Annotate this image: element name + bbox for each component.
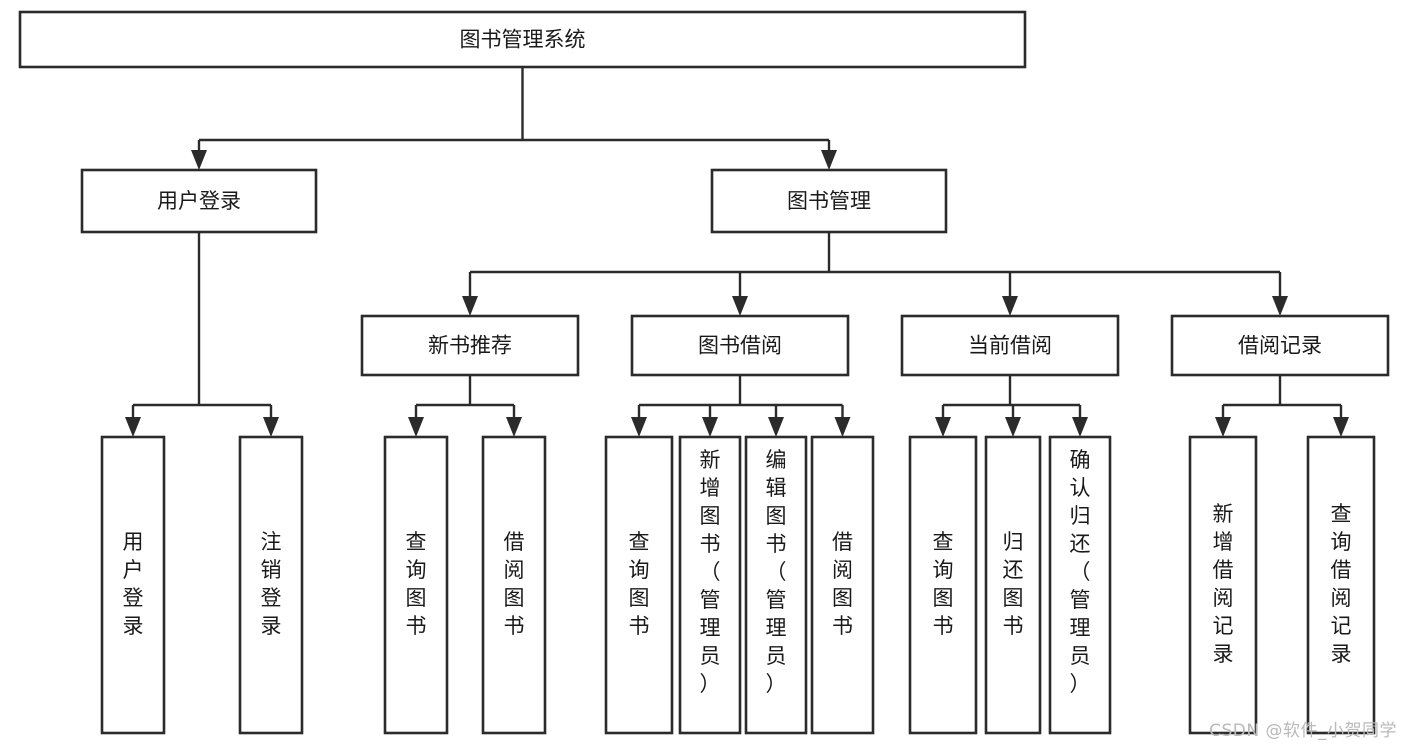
arrow-head-icon	[263, 417, 279, 437]
arrow-head-icon	[1072, 417, 1088, 437]
arrow-head-icon	[1333, 417, 1349, 437]
arrow-head-icon	[1005, 417, 1021, 437]
node-leaf-query-book-1[interactable]	[383, 435, 449, 735]
node-leaf-query-book-2[interactable]	[604, 435, 674, 735]
node-leaf-query-book-3-label: 查询图书	[933, 530, 954, 638]
node-current-borrow[interactable]	[900, 314, 1120, 377]
node-leaf-user-login[interactable]	[100, 435, 166, 735]
node-leaf-user-logout[interactable]	[238, 435, 304, 735]
arrow-head-icon	[1272, 296, 1288, 316]
node-user-login-label: 用户登录	[157, 189, 241, 213]
node-leaf-query-book-1-label: 查询图书	[406, 530, 427, 638]
connector-layer	[125, 67, 1349, 437]
node-leaf-borrow-book-2-label: 借阅图书	[832, 530, 853, 638]
arrow-head-icon	[834, 417, 851, 437]
node-leaf-add-book-admin[interactable]	[678, 435, 742, 735]
arrow-head-icon	[702, 417, 718, 437]
node-new-book-recommend[interactable]	[360, 314, 580, 377]
arrow-head-icon	[506, 417, 522, 437]
node-layer: 图书管理系统用户登录图书管理新书推荐图书借阅当前借阅借阅记录用户登录注销登录查询…	[18, 10, 1390, 735]
node-leaf-return-book[interactable]	[984, 435, 1042, 735]
node-leaf-confirm-return-admin[interactable]	[1048, 435, 1112, 735]
node-root-label: 图书管理系统	[460, 28, 586, 52]
node-book-borrow-label: 图书借阅	[698, 334, 782, 358]
arrow-head-icon	[1215, 417, 1231, 437]
node-leaf-borrow-book-1[interactable]	[481, 435, 547, 735]
node-book-borrow[interactable]	[630, 314, 850, 377]
node-new-book-recommend-label: 新书推荐	[428, 334, 512, 358]
node-book-management-label: 图书管理	[787, 189, 871, 213]
node-current-borrow-label: 当前借阅	[968, 334, 1052, 358]
node-leaf-borrow-book-2[interactable]	[810, 435, 875, 735]
node-leaf-add-borrow-record[interactable]	[1188, 435, 1258, 735]
node-borrow-record[interactable]	[1170, 314, 1390, 377]
node-leaf-confirm-return-admin-label: 确认归还（管理员）	[1070, 448, 1091, 696]
node-root[interactable]	[18, 10, 1027, 69]
arrow-head-icon	[462, 296, 478, 316]
node-borrow-record-label: 借阅记录	[1238, 334, 1322, 358]
node-leaf-borrow-book-1-label: 借阅图书	[504, 530, 525, 638]
arrow-head-icon	[768, 417, 784, 437]
arrow-head-icon	[125, 417, 141, 437]
arrow-head-icon	[631, 417, 647, 437]
node-leaf-query-borrow-record-label: 查询借阅记录	[1331, 502, 1352, 666]
node-leaf-add-borrow-record-label: 新增借阅记录	[1213, 502, 1234, 666]
arrow-head-icon	[1002, 296, 1018, 316]
node-leaf-edit-book-admin[interactable]	[744, 435, 808, 735]
node-leaf-query-book-2-label: 查询图书	[629, 530, 650, 638]
node-leaf-user-logout-label: 注销登录	[261, 530, 282, 638]
node-leaf-edit-book-admin-label: 编辑图书（管理员）	[766, 448, 787, 696]
arrow-head-icon	[732, 296, 748, 316]
node-user-login[interactable]	[80, 168, 318, 234]
arrow-head-icon	[821, 150, 837, 170]
arrow-head-icon	[408, 417, 424, 437]
node-leaf-return-book-label: 归还图书	[1003, 530, 1024, 638]
node-leaf-user-login-label: 用户登录	[123, 530, 144, 638]
node-leaf-query-book-3[interactable]	[908, 435, 978, 735]
node-leaf-query-borrow-record[interactable]	[1306, 435, 1376, 735]
node-book-management[interactable]	[710, 168, 948, 234]
arrow-head-icon	[191, 150, 207, 170]
arrow-head-icon	[935, 417, 951, 437]
node-leaf-add-book-admin-label: 新增图书（管理员）	[700, 448, 721, 696]
